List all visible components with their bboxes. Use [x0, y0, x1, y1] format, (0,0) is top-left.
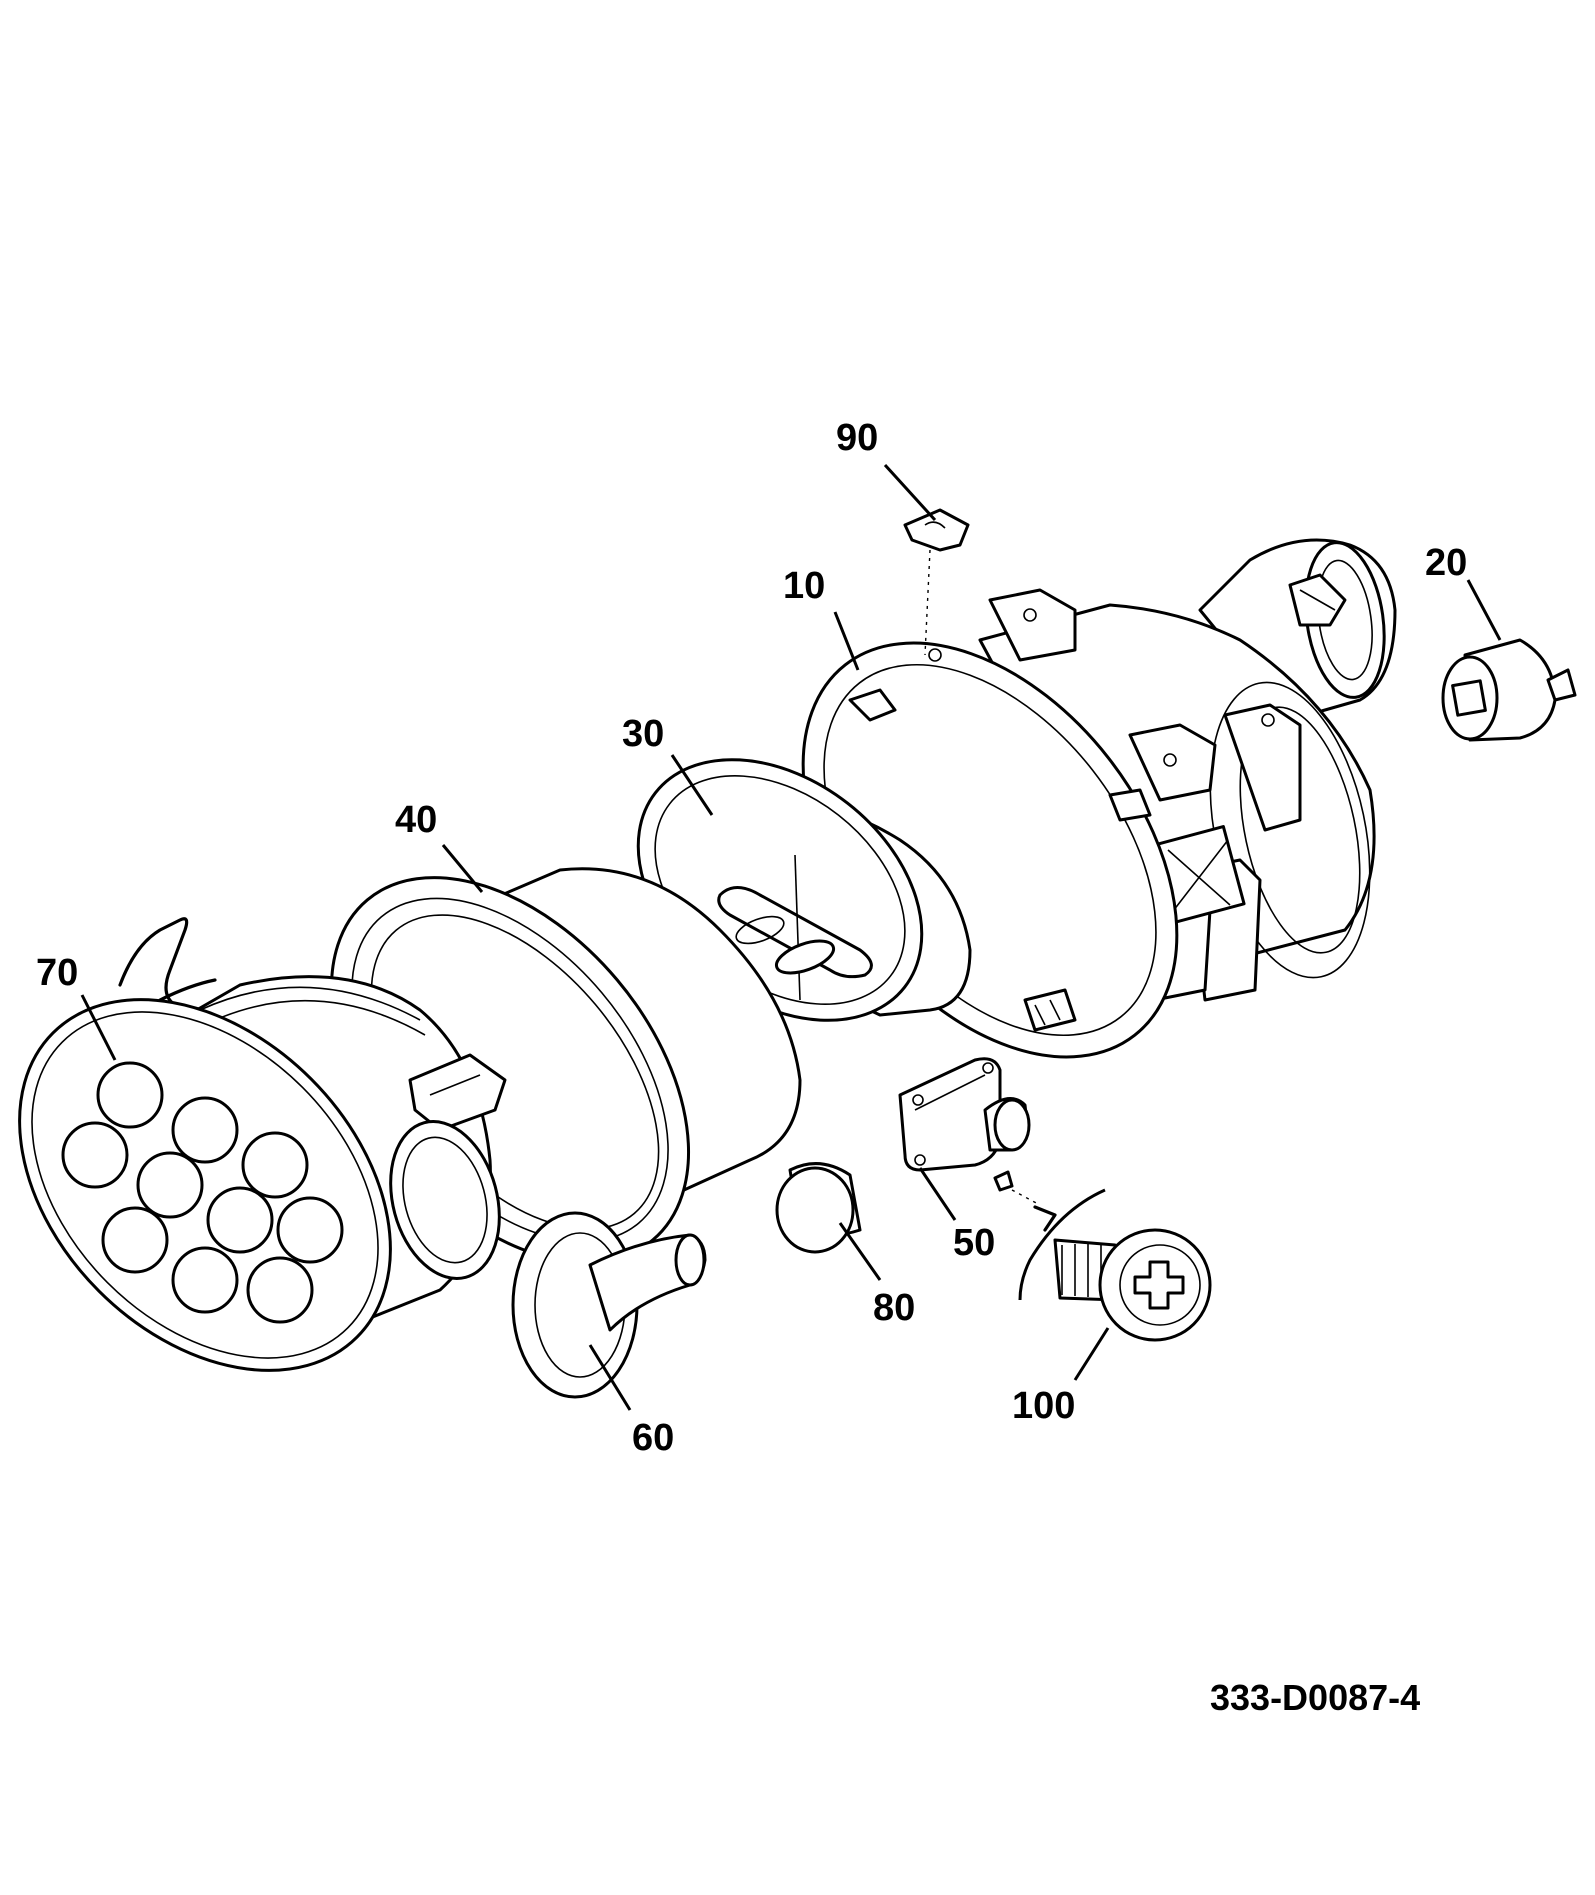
callout-80: 80 — [873, 1287, 915, 1329]
callout-70: 70 — [36, 952, 78, 994]
part-50-indicator — [898, 1057, 1031, 1172]
small-screw — [993, 1170, 1041, 1206]
part-60-evacuator-valve — [511, 1211, 707, 1399]
callout-90: 90 — [836, 417, 878, 459]
part-20-cap — [1441, 638, 1577, 742]
callout-100: 100 — [1012, 1385, 1075, 1427]
callout-50: 50 — [953, 1222, 995, 1264]
part-10-housing — [801, 538, 1397, 1059]
callout-30: 30 — [622, 713, 664, 755]
part-90-clip-nut — [903, 508, 970, 656]
part-80-plug — [775, 1162, 862, 1254]
drawing-number: 333-D0087-4 — [1210, 1677, 1420, 1718]
callout-20: 20 — [1425, 542, 1467, 584]
leader-lines — [80, 463, 1502, 1411]
callout-60: 60 — [632, 1417, 674, 1459]
part-100-screw-detail — [1018, 1188, 1212, 1342]
callout-40: 40 — [395, 799, 437, 841]
part-70-precleaner-cover — [18, 917, 507, 1372]
callout-labels: 90 20 10 30 40 70 50 80 60 100 — [36, 417, 1467, 1459]
callout-10: 10 — [783, 565, 825, 607]
